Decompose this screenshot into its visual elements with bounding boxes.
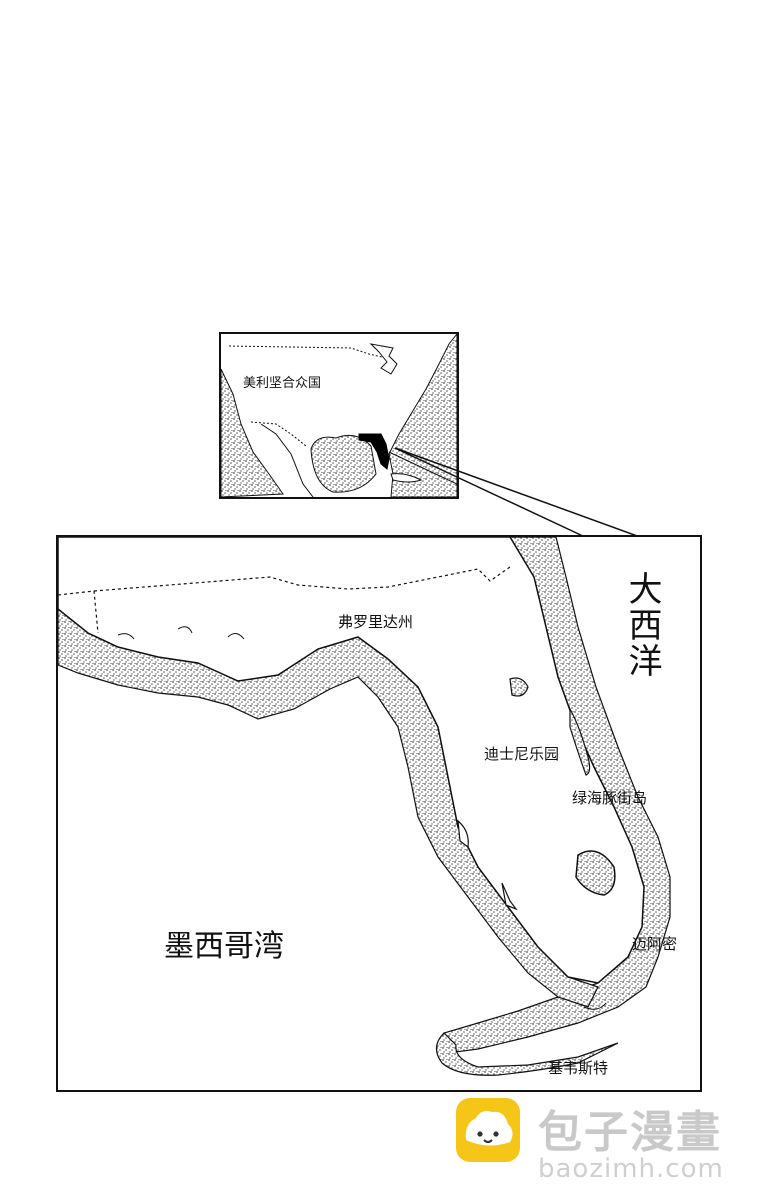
ocean-label: 大西洋 bbox=[622, 571, 662, 679]
inset-canada-border bbox=[228, 345, 387, 359]
state-border bbox=[58, 566, 511, 634]
watermark-brand: 包子漫畫 bbox=[538, 1107, 722, 1158]
inset-country-label: 美利坚合众国 bbox=[243, 376, 322, 391]
keys-band bbox=[435, 1032, 619, 1076]
inset-great-lakes bbox=[369, 343, 398, 375]
inset-gulf bbox=[310, 434, 377, 493]
tampa-bay bbox=[457, 819, 469, 849]
island-label: 绿海豚街岛 bbox=[572, 789, 648, 807]
city-label: 迈阿密 bbox=[632, 935, 678, 953]
lake-okeechobee bbox=[575, 850, 616, 896]
florida-map: 弗罗里达州 大西洋 迪士尼乐园 绿海豚街岛 迈阿密 基韦斯特 墨西哥湾 bbox=[56, 535, 702, 1092]
inset-map: 美利坚合众国 bbox=[219, 332, 459, 499]
watermark: 包子漫畫 baozimh.com bbox=[454, 1092, 754, 1192]
inset-pacific-coast bbox=[221, 368, 284, 497]
orlando-lake bbox=[509, 677, 529, 697]
inset-mexico-border bbox=[250, 421, 307, 447]
park-label: 迪士尼乐园 bbox=[484, 745, 560, 763]
gulf-label: 墨西哥湾 bbox=[164, 929, 284, 964]
cape-sable bbox=[583, 1002, 607, 1010]
keys-label: 基韦斯特 bbox=[548, 1059, 609, 1077]
state-label: 弗罗里达州 bbox=[338, 613, 414, 631]
florida-map-drawing bbox=[58, 537, 671, 1076]
panhandle-coast-detail bbox=[117, 626, 245, 640]
indian-river-lagoon bbox=[569, 706, 591, 776]
bun-logo-icon bbox=[456, 1098, 520, 1162]
watermark-url: baozimh.com bbox=[538, 1154, 724, 1184]
florida-highlight bbox=[358, 433, 390, 470]
inset-mexico-coast bbox=[260, 423, 314, 497]
inset-atlantic-coast bbox=[388, 334, 457, 497]
charlotte-harbor bbox=[501, 882, 518, 911]
inset-map-drawing bbox=[221, 334, 457, 497]
